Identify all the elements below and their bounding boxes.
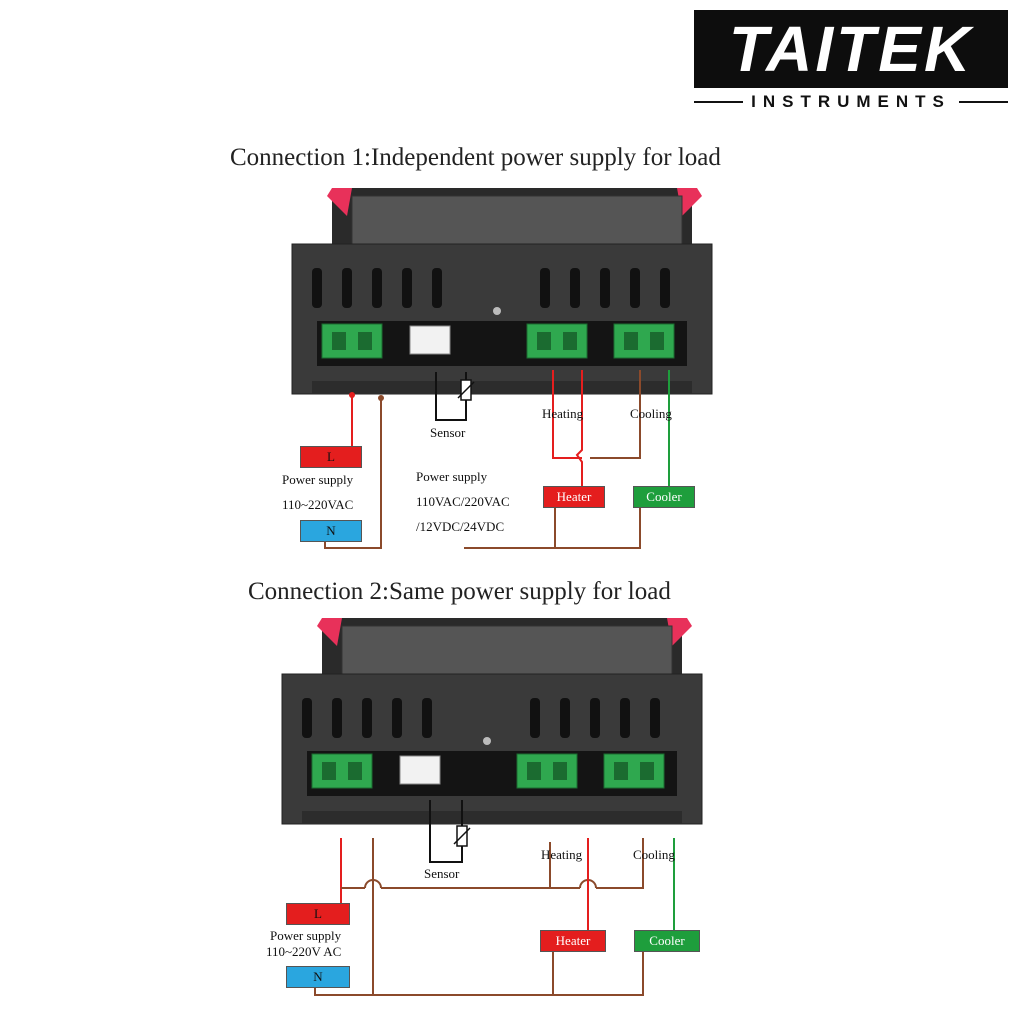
conn2-power-value: 110~220V AC — [266, 944, 342, 959]
conn1-power-value: 110~220VAC — [282, 497, 354, 512]
conn1-live-box: L — [300, 446, 362, 468]
conn2-neutral-box: N — [286, 966, 350, 988]
conn1-load-power-line1: 110VAC/220VAC — [416, 494, 510, 509]
conn1-cooler-box: Cooler — [633, 486, 695, 508]
conn1-sensor-label: Sensor — [430, 425, 466, 440]
conn1-load-power-label: Power supply — [416, 469, 488, 484]
conn1-heater-box: Heater — [543, 486, 605, 508]
controller-2 — [281, 617, 703, 825]
brand-subtitle-row: INSTRUMENTS — [694, 92, 1008, 112]
conn2-heating-label: Heating — [541, 847, 583, 862]
logo-rule-right — [958, 101, 1008, 103]
connection1-title: Connection 1:Independent power supply fo… — [230, 144, 721, 171]
conn1-cooling-label: Cooling — [630, 406, 672, 421]
brand-logo: TAITEK — [728, 13, 974, 85]
conn1-neutral-box: N — [300, 520, 362, 542]
brand-logo-background — [694, 10, 1008, 88]
conn1-power-label: Power supply — [282, 472, 354, 487]
conn2-power-label: Power supply — [270, 928, 342, 943]
conn2-sensor-label: Sensor — [424, 866, 460, 881]
conn2-cooling-label: Cooling — [633, 847, 675, 862]
conn1-load-power-line2: /12VDC/24VDC — [416, 519, 505, 534]
brand-subtitle: INSTRUMENTS — [751, 92, 951, 111]
conn2-live-box: L — [286, 903, 350, 925]
connection2-title: Connection 2:Same power supply for load — [248, 578, 671, 605]
conn2-cooler-box: Cooler — [634, 930, 700, 952]
logo-rule-left — [694, 101, 744, 103]
conn2-heater-box: Heater — [540, 930, 606, 952]
conn1-heating-label: Heating — [542, 406, 584, 421]
controller-1 — [291, 187, 713, 395]
